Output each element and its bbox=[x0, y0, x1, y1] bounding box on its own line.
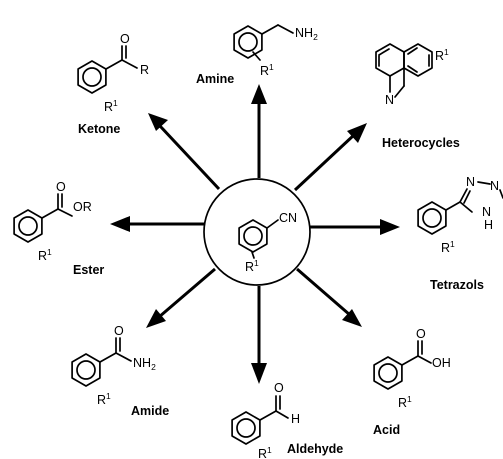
arrowhead-ketone bbox=[148, 113, 168, 131]
ester-atom-r1: R1 bbox=[38, 247, 52, 263]
heterocycles-label: Heterocycles bbox=[382, 136, 460, 150]
heterocycles-pyridine-ring bbox=[375, 43, 405, 77]
tetrazols-structure: N N N H R1 Tetrazols bbox=[417, 175, 503, 292]
ketone-label: Ketone bbox=[78, 122, 120, 136]
aldehyde-atom-h: H bbox=[291, 412, 300, 426]
arrowhead-acid bbox=[342, 309, 362, 327]
amine-label: Amine bbox=[196, 72, 234, 86]
acid-atom-oh: OH bbox=[432, 356, 451, 370]
tetrazols-label: Tetrazols bbox=[430, 278, 484, 292]
ketone-structure: O R R1 Ketone bbox=[77, 32, 149, 136]
ketone-atom-o: O bbox=[120, 32, 130, 46]
arrow-to-ketone bbox=[158, 124, 221, 191]
amide-label: Amide bbox=[131, 404, 169, 418]
center-benzene-ring bbox=[238, 219, 268, 253]
ester-atom-or: OR bbox=[73, 200, 92, 214]
aldehyde-label: Aldehyde bbox=[287, 442, 343, 456]
heterocycles-atom-r1: R1 bbox=[435, 47, 449, 63]
ester-benzene-ring bbox=[13, 209, 43, 243]
amide-benzene-ring bbox=[71, 353, 101, 387]
amide-atom-o: O bbox=[114, 324, 124, 338]
center-atom-cn: CN bbox=[279, 211, 297, 225]
ketone-atom-r1: R1 bbox=[104, 98, 118, 114]
aldehyde-atom-r1: R1 bbox=[258, 445, 272, 459]
amide-structure: O NH2 R1 Amide bbox=[71, 324, 169, 418]
tetrazols-atom-nh: N bbox=[482, 205, 491, 219]
arrow-to-acid bbox=[296, 267, 351, 317]
heterocycles-atom-n: N bbox=[385, 93, 394, 107]
center-circle bbox=[203, 178, 311, 286]
acid-atom-o: O bbox=[416, 327, 426, 341]
amine-structure: NH2 R1 Amine bbox=[196, 24, 318, 86]
tetrazols-atom-n1: N bbox=[466, 175, 475, 189]
ketone-benzene-ring bbox=[77, 60, 107, 94]
aldehyde-structure: O H R1 Aldehyde bbox=[231, 381, 343, 459]
acid-structure: O OH R1 Acid bbox=[373, 327, 451, 437]
tetrazols-benzene-ring bbox=[417, 201, 447, 235]
amide-atom-nh2: NH2 bbox=[133, 356, 156, 372]
amide-atom-r1: R1 bbox=[97, 391, 111, 407]
arrows bbox=[110, 84, 400, 384]
acid-label: Acid bbox=[373, 423, 400, 437]
arrow-to-heterocycles bbox=[293, 133, 356, 192]
center-nitrile-group: CN R1 bbox=[203, 178, 311, 286]
arrowhead-ester bbox=[110, 216, 130, 232]
ester-structure: O OR R1 Ester bbox=[13, 180, 104, 277]
arrowhead-aldehyde bbox=[251, 363, 267, 384]
heterocycles-structure: N R1 Heterocycles bbox=[375, 43, 460, 150]
ester-atom-o: O bbox=[56, 180, 66, 194]
arrowhead-heterocycles bbox=[347, 123, 367, 143]
ketone-atom-r: R bbox=[140, 63, 149, 77]
amine-atom-r1: R1 bbox=[260, 62, 274, 78]
amine-benzene-ring bbox=[233, 25, 263, 59]
tetrazols-atom-n2: N bbox=[490, 179, 499, 193]
ester-label: Ester bbox=[73, 263, 104, 277]
arrow-to-amide bbox=[158, 267, 216, 319]
tetrazols-atom-h: H bbox=[484, 218, 493, 232]
amine-atom-nh2: NH2 bbox=[295, 26, 318, 42]
arrowhead-tetrazols bbox=[380, 219, 400, 235]
arrowhead-amide bbox=[146, 309, 166, 328]
tetrazols-atom-r1: R1 bbox=[441, 239, 455, 255]
aldehyde-benzene-ring bbox=[231, 411, 261, 445]
acid-benzene-ring bbox=[373, 356, 403, 390]
center-atom-r: R1 bbox=[245, 258, 259, 274]
heterocycles-benzo-ring bbox=[403, 43, 433, 77]
acid-atom-r1: R1 bbox=[398, 394, 412, 410]
aldehyde-atom-o: O bbox=[274, 381, 284, 395]
arrowhead-amine bbox=[251, 84, 267, 104]
